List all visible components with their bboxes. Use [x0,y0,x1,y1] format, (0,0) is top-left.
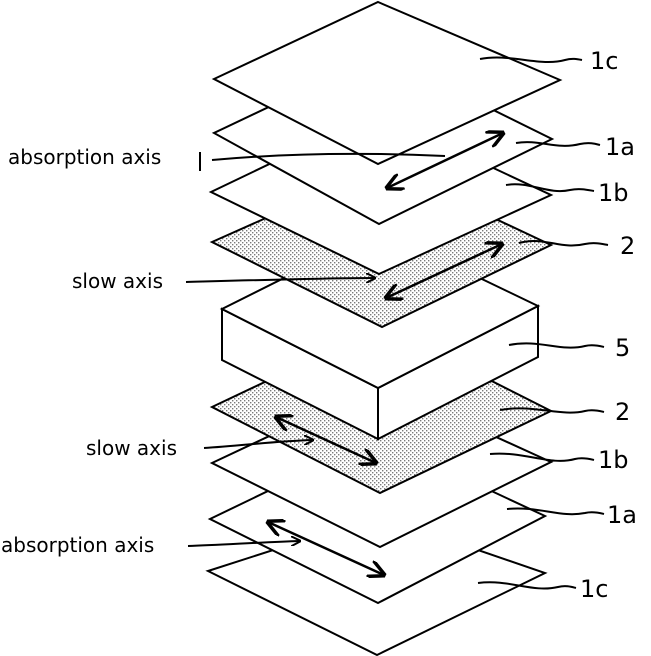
absorption-axis-top-label: absorption axis [8,145,161,169]
slow-axis-bottom-label: slow axis [86,436,177,460]
ref-1a-bottom: 1a [607,501,637,529]
ref-2-bottom: 2 [615,398,630,426]
ref-1b-top: 1b [598,179,629,207]
absorption-axis-bottom-label: absorption axis [1,533,154,557]
slow-axis-top-label: slow axis [72,269,163,293]
ref-1a-top: 1a [605,133,635,161]
ref-1c-top: 1c [590,47,618,75]
ref-2-top: 2 [620,232,635,260]
ref-5: 5 [615,334,630,362]
ref-1c-bottom: 1c [580,575,608,603]
ref-1b-bottom: 1b [598,446,629,474]
